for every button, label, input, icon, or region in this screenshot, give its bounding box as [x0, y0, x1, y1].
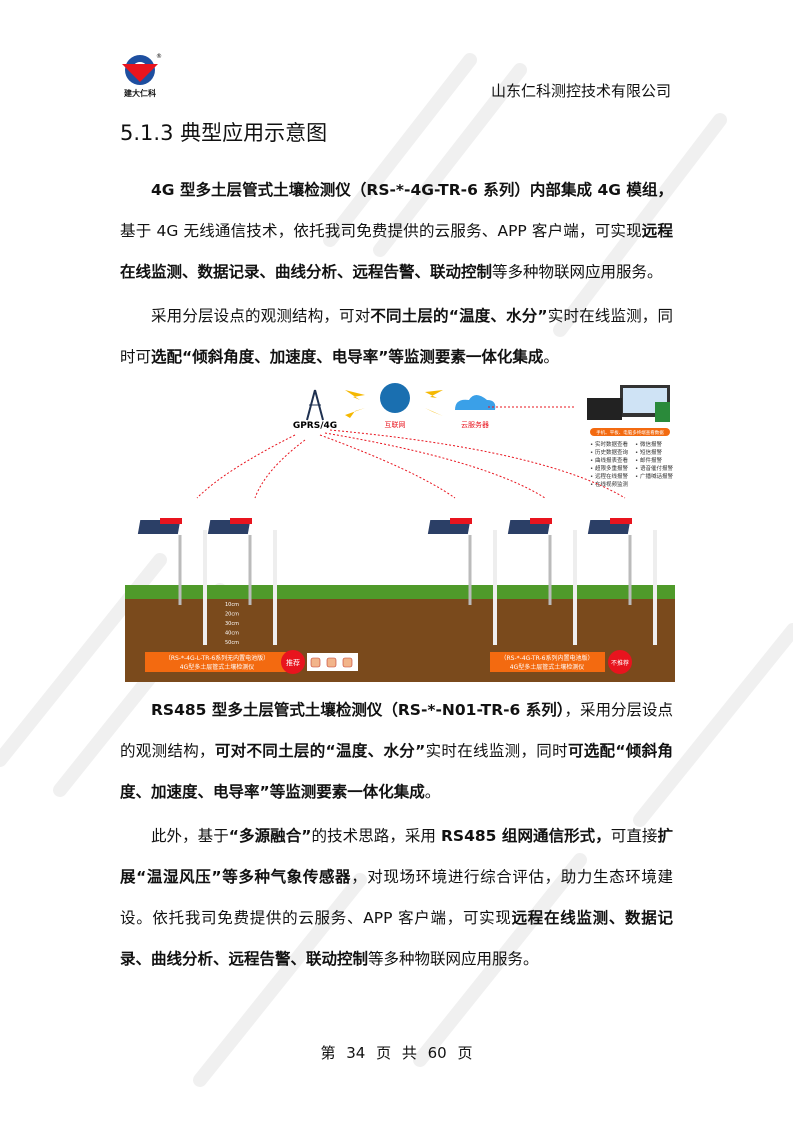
text-run: 。 [543, 348, 559, 366]
devices-banner: 手机、平板、电脑多终端查看数据 [596, 429, 664, 436]
feature-item: • 短信报警 [635, 448, 662, 456]
internet-label: 互联网 [385, 420, 406, 429]
bold-text: 可选配“倾斜角度、加速度、电导率”等监测要素一体化集成 [120, 742, 673, 801]
feature-item: • 超限多重报警 [590, 464, 628, 472]
solar-station [427, 518, 497, 645]
feature-item: • 实时数据查看 [590, 440, 628, 448]
bold-text: 扩展“温湿风压”等多种气象传感器 [120, 827, 673, 886]
svg-text:（RS-*-4G-L-TR-6系列无内置电池版）: （RS-*-4G-L-TR-6系列无内置电池版） [165, 654, 269, 662]
cloud-icon [455, 395, 496, 410]
svg-text:®: ® [156, 53, 162, 60]
feature-item: • 历史数据查询 [590, 448, 628, 456]
lightning-icon [345, 390, 443, 418]
section-title: 5.1.3 典型应用示意图 [120, 121, 328, 145]
svg-text:4G型多土层管式土壤检测仪: 4G型多土层管式土壤检测仪 [510, 663, 584, 671]
product-label-left [145, 652, 290, 672]
paragraph-4: 此外，基于“多源融合”的技术思路，采用 RS485 组网通信形式，可直接扩展“温… [120, 816, 673, 980]
tower-icon [306, 389, 324, 421]
feature-item: • 远程在线报警 [590, 472, 628, 480]
feature-item: • 曲线报表查看 [590, 456, 628, 464]
thumbs-up-icon [310, 657, 353, 668]
text-run: 可直接 [610, 827, 658, 845]
paragraph-2: 采用分层设点的观测结构，可对不同土层的“温度、水分”实时在线监测，同时可选配“倾… [120, 296, 673, 378]
bold-text: 不同土层的“温度、水分” [370, 307, 548, 325]
text-run: 此外，基于 [151, 827, 229, 845]
feature-item: • 微信报警 [635, 440, 662, 448]
text-run: 实时在线监测，同时可 [120, 307, 673, 366]
solar-station [587, 518, 657, 645]
bold-text: 可对不同土层的“温度、水分” [214, 742, 426, 760]
depth-label: 10cm [225, 602, 239, 608]
not-recommend-badge [608, 650, 632, 674]
feature-item: • 邮件报警 [635, 456, 662, 464]
text-run: 。 [424, 783, 441, 801]
company-name: 山东仁科测控技术有限公司 [490, 82, 671, 100]
bold-text: 远程在线监测、数据记录、曲线分析、远程告警、联动控制 [120, 909, 673, 968]
text-run: 采用分层设点的观测结构，可对 [151, 307, 371, 325]
text-run: ，对现场环境进行综合评估，助力生态环境建设。依托我司免费提供的云服务、APP 客… [120, 868, 673, 927]
bold-text: 选配“倾斜角度、加速度、电导率”等监测要素一体化集成 [151, 348, 544, 366]
bold-text: 4G 型多土层管式土壤检测仪（RS-*-4G-TR-6 系列）内部集成 4G 模… [151, 181, 673, 199]
text-run: 等多种物联网应用服务。 [492, 263, 663, 281]
svg-text:不推荐: 不推荐 [611, 659, 629, 667]
bold-text: “多源融合” [228, 827, 312, 845]
svg-text:4G型多土层管式土壤检测仪: 4G型多土层管式土壤检测仪 [180, 663, 254, 671]
bold-text: RS485 型多土层管式土壤检测仪（RS-*-N01-TR-6 系列） [151, 701, 565, 719]
cloud-label: 云服务器 [461, 420, 489, 429]
tower-label: GPRS/4G [293, 421, 337, 431]
feature-item: • 语音催付报警 [635, 464, 673, 472]
depth-label: 40cm [225, 631, 239, 637]
svg-text:推荐: 推荐 [286, 658, 300, 667]
paragraph-3: RS485 型多土层管式土壤检测仪（RS-*-N01-TR-6 系列），采用分层… [120, 690, 673, 813]
globe-icon [380, 383, 410, 413]
company-logo: ® 建大仁科 [120, 52, 164, 104]
text-run: 的技术思路，采用 [311, 827, 441, 845]
text-run: 基于 4G 无线通信技术，依托我司免费提供的云服务、APP 客户端，可实现 [120, 222, 642, 240]
text-run: 等多种物联网应用服务。 [368, 950, 539, 968]
text-run: 实时在线监测，同时 [425, 742, 568, 760]
text-run: ，采用分层设点的观测结构， [120, 701, 674, 760]
bold-text: 远程在线监测、数据记录、曲线分析、远程告警、联动控制 [120, 222, 673, 281]
product-label-right [490, 652, 605, 672]
recommend-badge [281, 650, 305, 674]
grass [125, 585, 675, 599]
depth-label: 30cm [225, 621, 239, 627]
solar-station [207, 518, 277, 645]
devices-icon [587, 385, 670, 422]
depth-label: 20cm [225, 612, 239, 618]
page-footer: 第 34 页 共 60 页 [320, 1044, 473, 1062]
feature-item: • 广播喊话报警 [635, 472, 673, 480]
depth-label: 50cm [225, 640, 239, 646]
bold-text: RS485 组网通信形式， [440, 827, 611, 845]
svg-text:建大仁科: 建大仁科 [123, 88, 156, 98]
solar-station [137, 518, 207, 645]
paragraph-1: 4G 型多土层管式土壤检测仪（RS-*-4G-TR-6 系列）内部集成 4G 模… [120, 170, 673, 293]
svg-text:（RS-*-4G-TR-6系列内置电池版）: （RS-*-4G-TR-6系列内置电池版） [501, 654, 594, 662]
solar-station [507, 518, 577, 645]
application-diagram: GPRS/4G 互联网 云服务器 手机、平板、电脑多终端查看数据 • 实时数据查… [125, 380, 675, 682]
feature-item: • 在线视频监测 [590, 480, 628, 488]
